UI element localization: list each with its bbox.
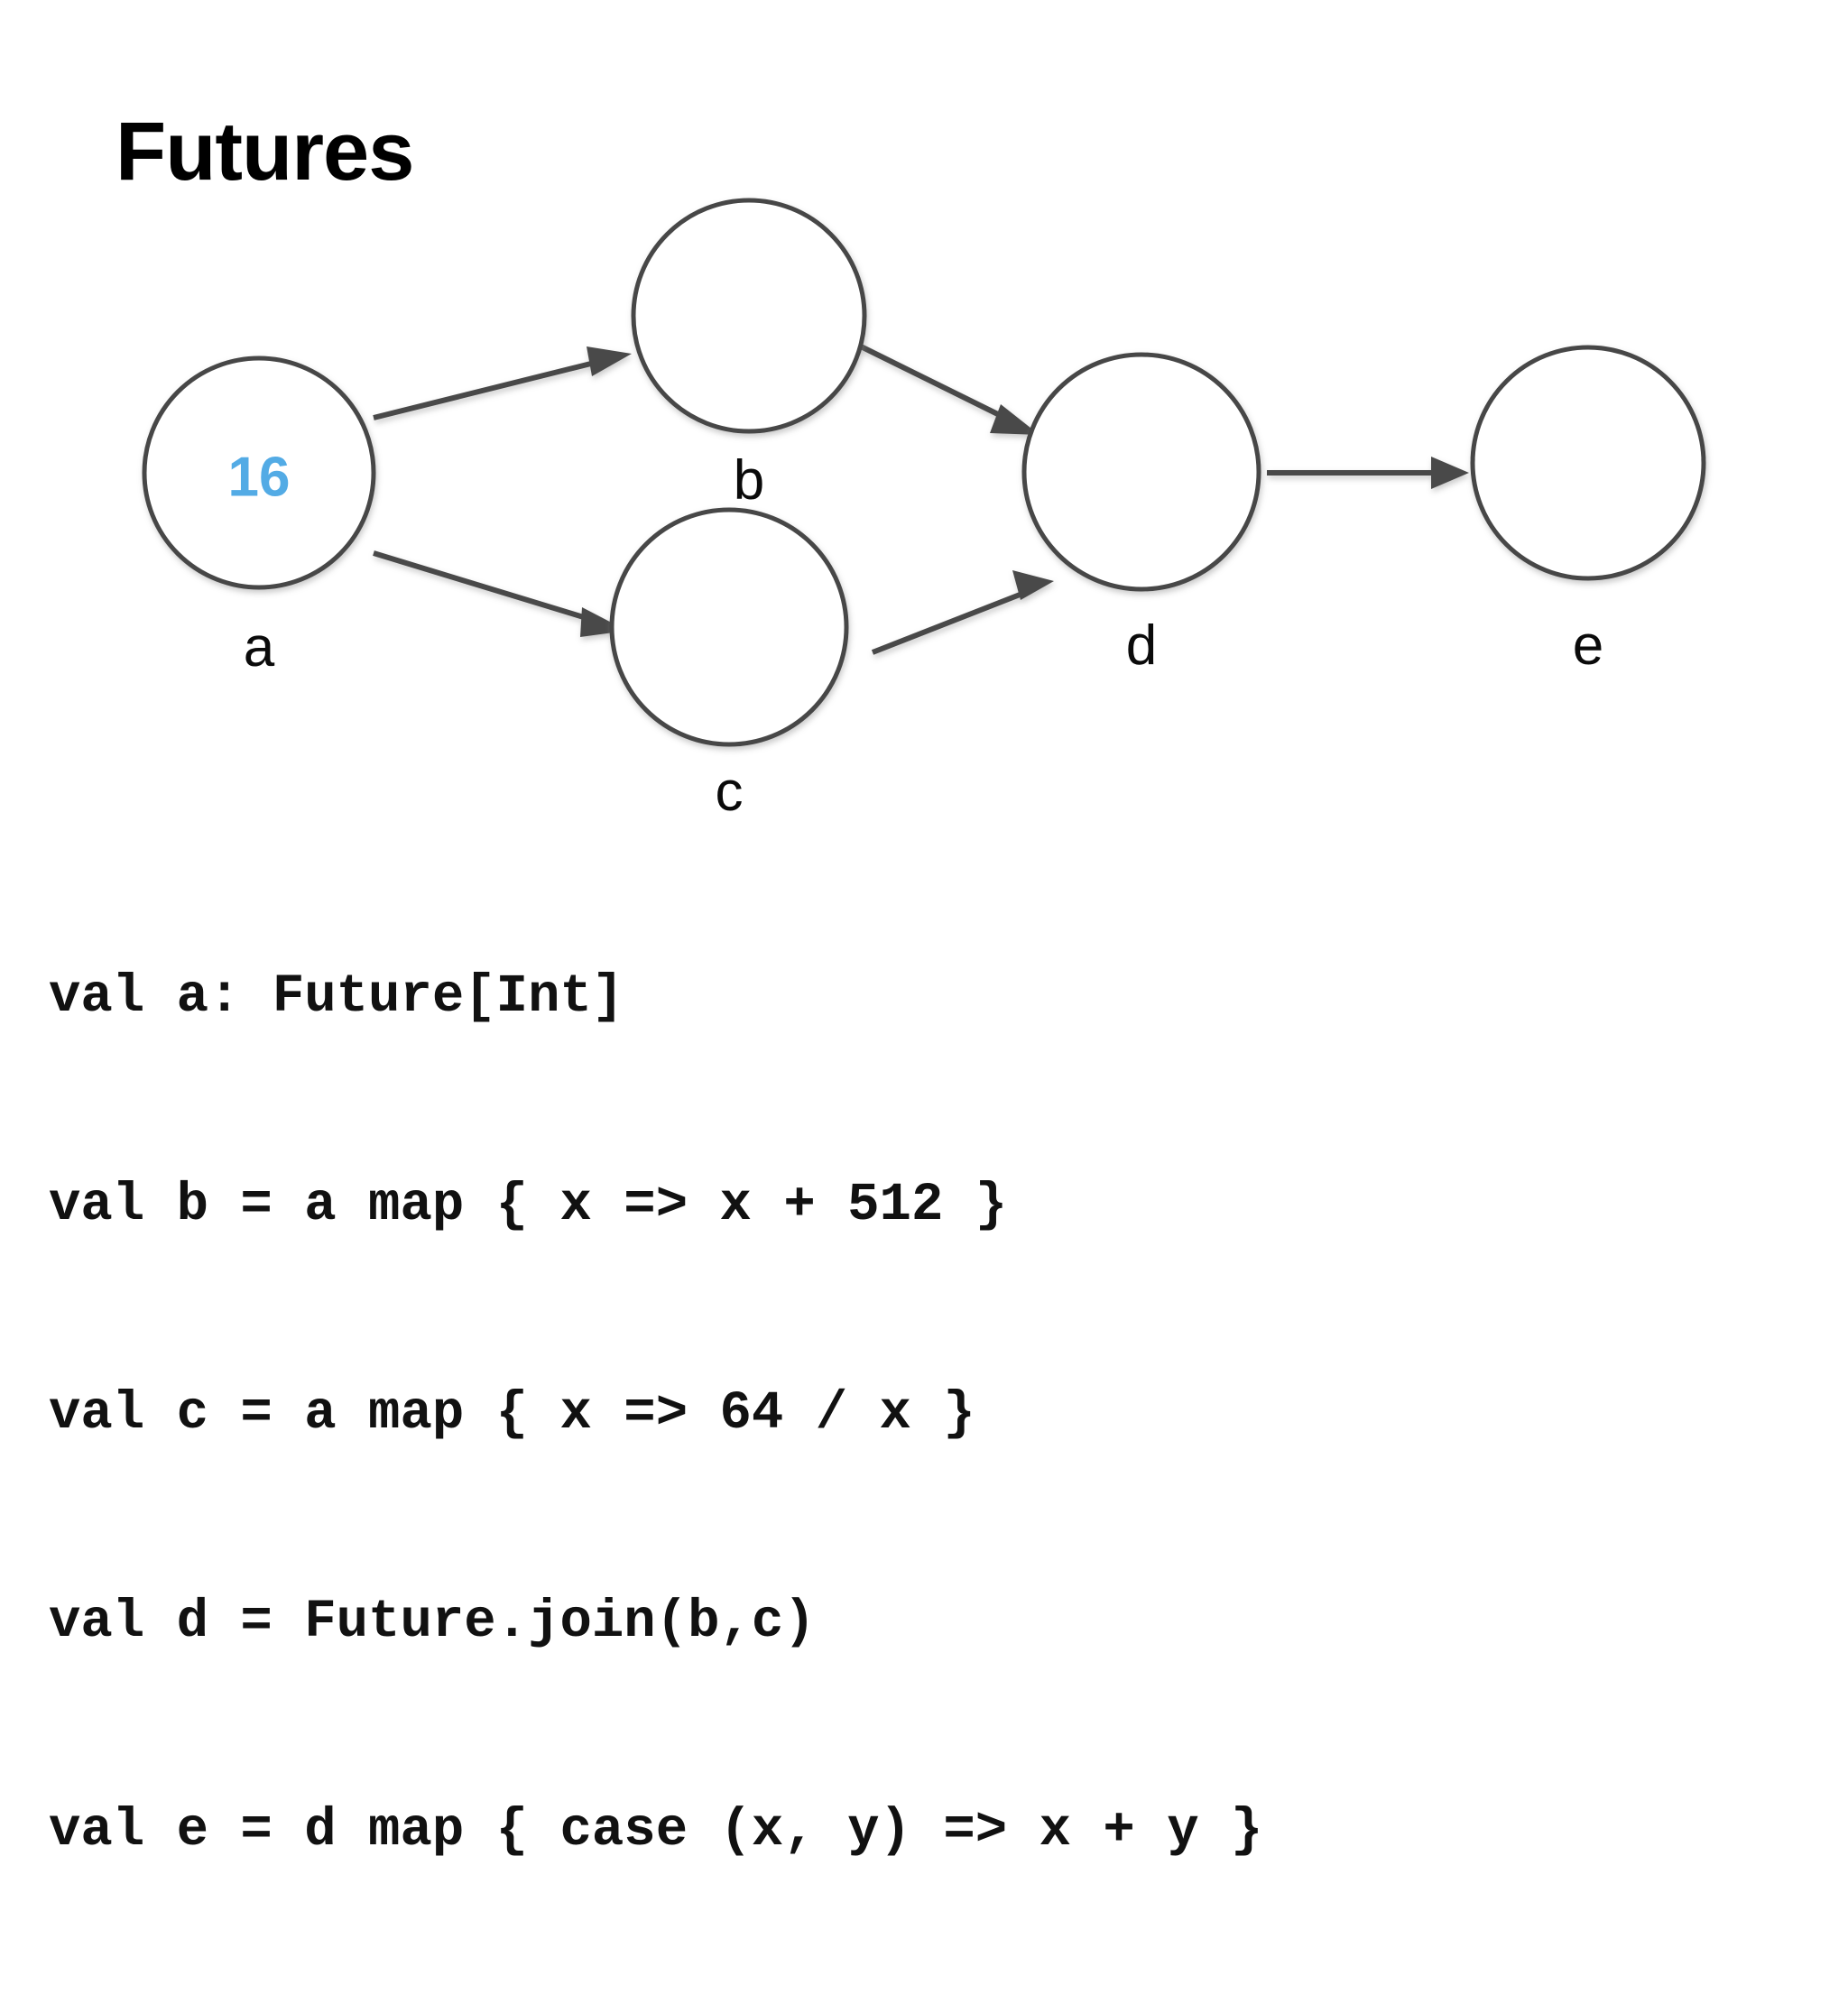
edge-a-to-b-arrowhead — [587, 346, 632, 376]
edge-d-to-e — [1267, 457, 1469, 489]
code-line-2: val b = a map { x => x + 512 } — [49, 1175, 1008, 1235]
edge-a-to-c-line — [373, 550, 608, 627]
node-c-circle[interactable] — [609, 507, 849, 747]
edge-b-to-d-line — [857, 343, 1020, 427]
node-e-label: e — [1572, 614, 1604, 677]
edge-d-to-e-arrowhead — [1431, 457, 1469, 489]
code-block: val a: Future[Int] val b = a map { x => … — [49, 823, 1262, 2004]
node-e-circle[interactable] — [1470, 345, 1706, 581]
node-d-label: d — [1125, 614, 1158, 677]
code-line-3: val c = a map { x => 64 / x } — [49, 1383, 975, 1444]
node-a-value: 16 — [227, 446, 291, 509]
edge-a-to-b-line — [373, 356, 614, 420]
code-line-5: val e = d map { case (x, y) => x + y } — [49, 1800, 1263, 1861]
slide-canvas: Futures — [0, 0, 1848, 1861]
edge-c-to-d — [871, 570, 1054, 655]
node-a-circle[interactable] — [142, 356, 376, 590]
page-title: Futures — [116, 106, 414, 198]
node-d-circle[interactable] — [1021, 352, 1261, 592]
edge-c-to-d-line — [871, 587, 1033, 655]
code-line-1: val a: Future[Int] — [49, 966, 624, 1027]
edge-a-to-b — [373, 346, 632, 420]
node-b-label: b — [733, 449, 765, 512]
futures-dependency-diagram: 16 a b c d e — [0, 0, 1848, 866]
node-a-label: a — [243, 616, 275, 679]
edge-b-to-d-arrowhead — [990, 404, 1040, 435]
edge-c-to-d-arrowhead — [1012, 570, 1054, 600]
node-b-circle[interactable] — [631, 198, 867, 434]
diagram-svg — [142, 198, 1706, 747]
code-line-4: val d = Future.join(b,c) — [49, 1592, 816, 1652]
node-c-label: c — [715, 761, 744, 823]
edge-a-to-c — [373, 550, 627, 637]
edge-b-to-d — [857, 343, 1040, 435]
